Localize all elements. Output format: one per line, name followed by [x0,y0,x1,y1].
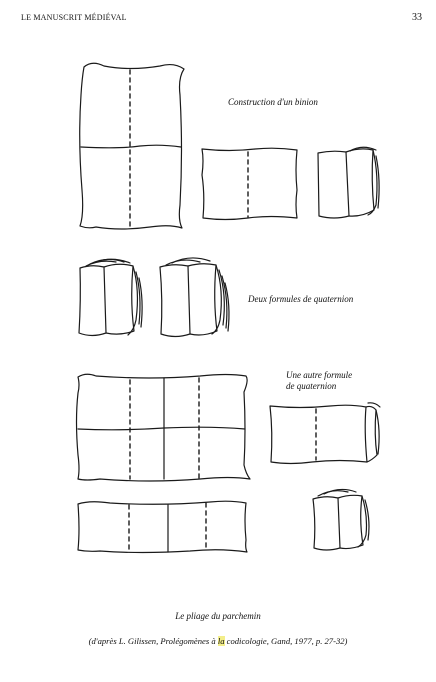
label-other-quaternion-line1: Une autre formule [286,370,353,380]
caption-source-highlight: la [217,636,225,646]
binion-booklet [317,146,380,219]
sheet-quaternion-strip [77,500,248,554]
running-head: LE MANUSCRIT MÉDIÉVAL [21,13,127,22]
quaternion-booklet-3 [312,488,370,551]
caption-source-after: codicologie, Gand, 1977, p. 27-32) [224,636,348,646]
sheet-binion-folded [201,147,298,221]
label-other-quaternion-line2: de quaternion [286,381,337,391]
caption-source-before: (d'après L. Gilissen, Prolégomènes à [88,636,218,646]
quaternion-booklet-1 [78,258,143,337]
sheet-quaternion-folded [269,402,381,465]
label-other-quaternion: Une autre formule de quaternion [286,370,352,392]
figure-caption-title: Le pliage du parchemin [175,611,261,621]
sheet-binion-flat [79,62,185,230]
quaternion-booklet-2 [159,257,230,338]
label-binion: Construction d'un binion [228,97,318,107]
page-number: 33 [412,12,422,23]
figure-caption-source: (d'après L. Gilissen, Prolégomènes à la … [0,636,436,646]
label-two-quaternions: Deux formules de quaternion [248,294,354,304]
sheet-quaternion-flat [75,373,251,482]
parchment-folding-illustration [75,62,381,554]
